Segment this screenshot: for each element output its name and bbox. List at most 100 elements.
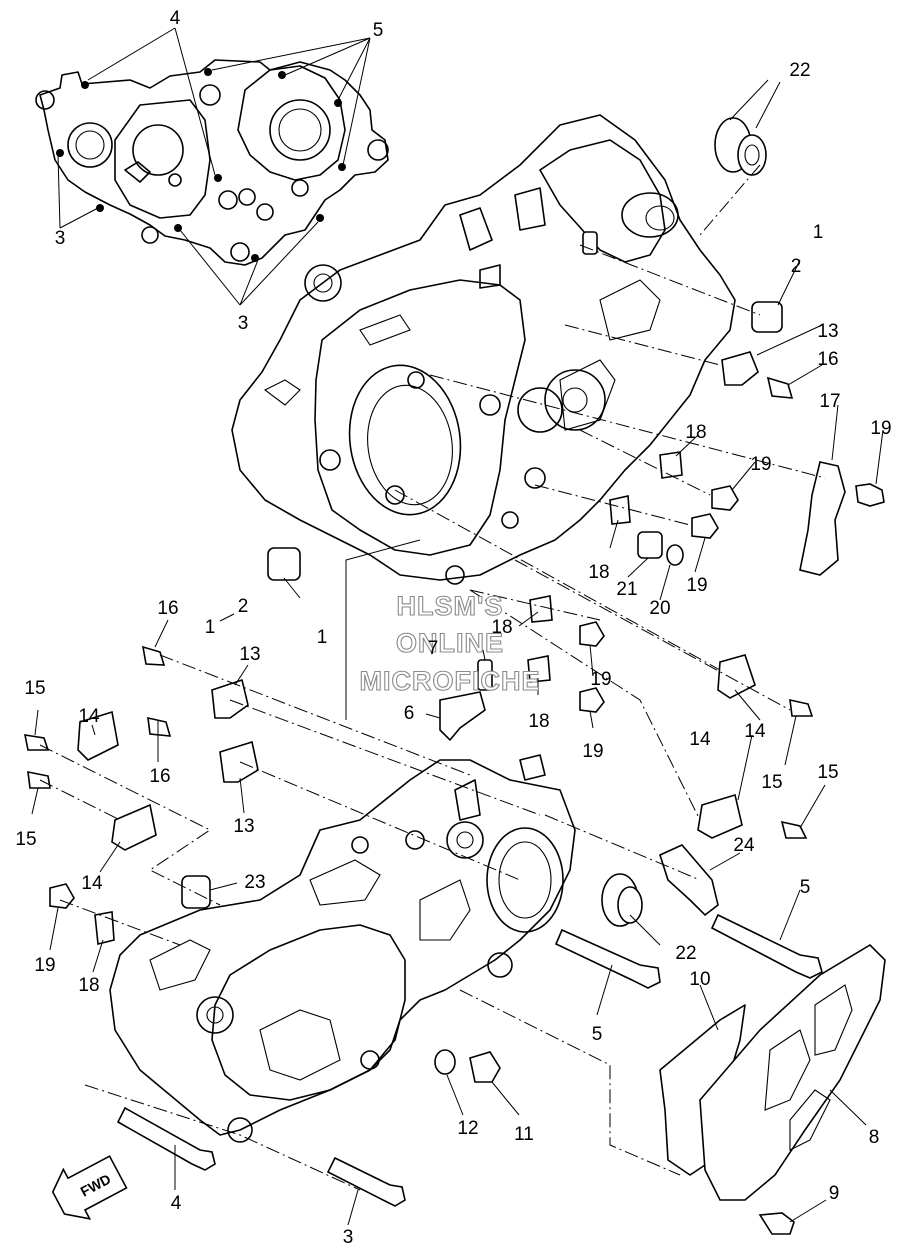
callout-19-a: 19 <box>870 418 891 439</box>
bolt-19-upper <box>711 485 739 511</box>
callout-9: 9 <box>829 1183 840 1204</box>
callout-12: 12 <box>457 1118 478 1139</box>
callout-1-top: 1 <box>813 222 824 243</box>
collar-23 <box>181 875 211 909</box>
callout-16-low: 16 <box>149 766 170 787</box>
long-bolt-3-low <box>326 1156 406 1207</box>
clamp-plate <box>799 461 846 576</box>
callout-19-e: 19 <box>582 741 603 762</box>
callout-numbers: 4 5 3 3 22 1 2 13 16 17 19 18 19 18 21 2… <box>15 8 891 1248</box>
callout-5-right: 5 <box>800 877 811 898</box>
screw-upper <box>766 376 794 399</box>
bolt-19-mid <box>691 513 719 539</box>
callout-19-d: 19 <box>590 669 611 690</box>
cable-clamp <box>659 844 719 917</box>
callout-20: 20 <box>649 598 670 619</box>
callout-11: 11 <box>514 1124 534 1145</box>
watermark-line-3: MICROFICHE <box>360 666 541 696</box>
callout-1-left: 1 <box>317 627 328 648</box>
callout-15-a: 15 <box>24 678 45 699</box>
watermark: HLSM'S ONLINE MICROFICHE <box>359 590 541 696</box>
bracket-18-d <box>527 655 551 683</box>
clip-upper <box>721 351 759 386</box>
callout-14-r2: 14 <box>744 721 766 742</box>
callout-22-top: 22 <box>789 60 810 81</box>
right-crankcase-half <box>231 114 736 585</box>
dowel-pin-middle <box>267 547 301 581</box>
left-crankcase-half <box>109 754 576 1143</box>
callout-19-b: 19 <box>750 454 771 475</box>
callout-10: 10 <box>689 969 710 990</box>
callout-3-mid: 3 <box>238 313 249 334</box>
callout-21: 21 <box>616 579 637 600</box>
callout-17: 17 <box>819 391 840 412</box>
callout-3-low: 3 <box>343 1227 354 1248</box>
callout-14-b: 14 <box>81 873 103 894</box>
bracket-14-b <box>111 803 157 851</box>
bracket-14-r2 <box>697 793 743 839</box>
screw-15-r1 <box>789 698 814 717</box>
callout-18-f: 18 <box>78 975 99 996</box>
plate-6 <box>439 691 486 742</box>
callout-15-b: 15 <box>15 829 36 850</box>
callout-4-low: 4 <box>171 1193 182 1214</box>
callout-5-top: 5 <box>373 20 384 41</box>
callout-1-mid: 1 <box>205 617 216 638</box>
gasket-12 <box>434 1049 456 1075</box>
callout-19-f: 19 <box>34 955 55 976</box>
clip-low <box>219 740 259 783</box>
bracket-14-r1 <box>717 654 756 699</box>
bolt-19-right <box>855 483 885 507</box>
bolt-pattern-inset <box>35 27 389 306</box>
bracket-18-left <box>94 911 115 945</box>
collar <box>637 531 663 559</box>
bracket-18-b <box>609 495 631 525</box>
screw-16-low <box>147 716 172 737</box>
dowel-pin-upper <box>751 301 783 333</box>
o-ring <box>666 544 684 566</box>
drain-plug-11 <box>469 1051 501 1083</box>
bolt-19-lower-b <box>579 687 605 713</box>
watermark-line-1: HLSM'S <box>397 591 504 621</box>
callout-13-top: 13 <box>817 321 838 342</box>
bracket-18-c <box>529 595 553 623</box>
callout-18-c: 18 <box>491 617 512 638</box>
long-bolt-4-low <box>116 1106 216 1171</box>
long-bolt-5-low <box>554 928 661 989</box>
forward-arrow-icon: FWD <box>51 1155 128 1220</box>
callout-24: 24 <box>733 835 755 856</box>
bolt-19-left <box>49 883 75 909</box>
screw-9 <box>758 1212 795 1235</box>
callout-13-low: 13 <box>233 816 254 837</box>
callout-19-c: 19 <box>686 575 707 596</box>
callout-6: 6 <box>404 703 415 724</box>
sprocket-cover-8 <box>699 943 886 1201</box>
callout-2-top: 2 <box>791 256 802 277</box>
callout-2-mid: 2 <box>238 596 249 617</box>
callout-15-r2: 15 <box>817 762 838 783</box>
callout-5-low: 5 <box>592 1024 603 1045</box>
oil-seal-top <box>714 117 767 176</box>
callout-22-low: 22 <box>675 943 696 964</box>
screw-15-r2 <box>780 820 808 839</box>
callout-16-top: 16 <box>817 349 838 370</box>
watermark-line-2: ONLINE <box>396 628 504 658</box>
bolt-19-lower-a <box>579 621 605 647</box>
callout-8: 8 <box>869 1127 880 1148</box>
callout-14-r1: 14 <box>689 729 711 750</box>
bracket-18-a <box>659 451 683 479</box>
callout-14-a: 14 <box>78 706 100 727</box>
callout-3-left: 3 <box>55 228 66 249</box>
callout-7: 7 <box>428 638 439 659</box>
callout-13-mid: 13 <box>239 644 260 665</box>
callout-15-r1: 15 <box>761 772 782 793</box>
screw-16-mid <box>141 645 166 666</box>
callout-18-a: 18 <box>685 422 706 443</box>
callout-4-top: 4 <box>170 8 181 29</box>
callout-23: 23 <box>244 872 265 893</box>
oil-seal-lower <box>601 873 643 927</box>
long-bolt-5-right <box>710 913 823 979</box>
clip-mid <box>211 678 249 719</box>
bracket-14-a <box>77 710 119 761</box>
